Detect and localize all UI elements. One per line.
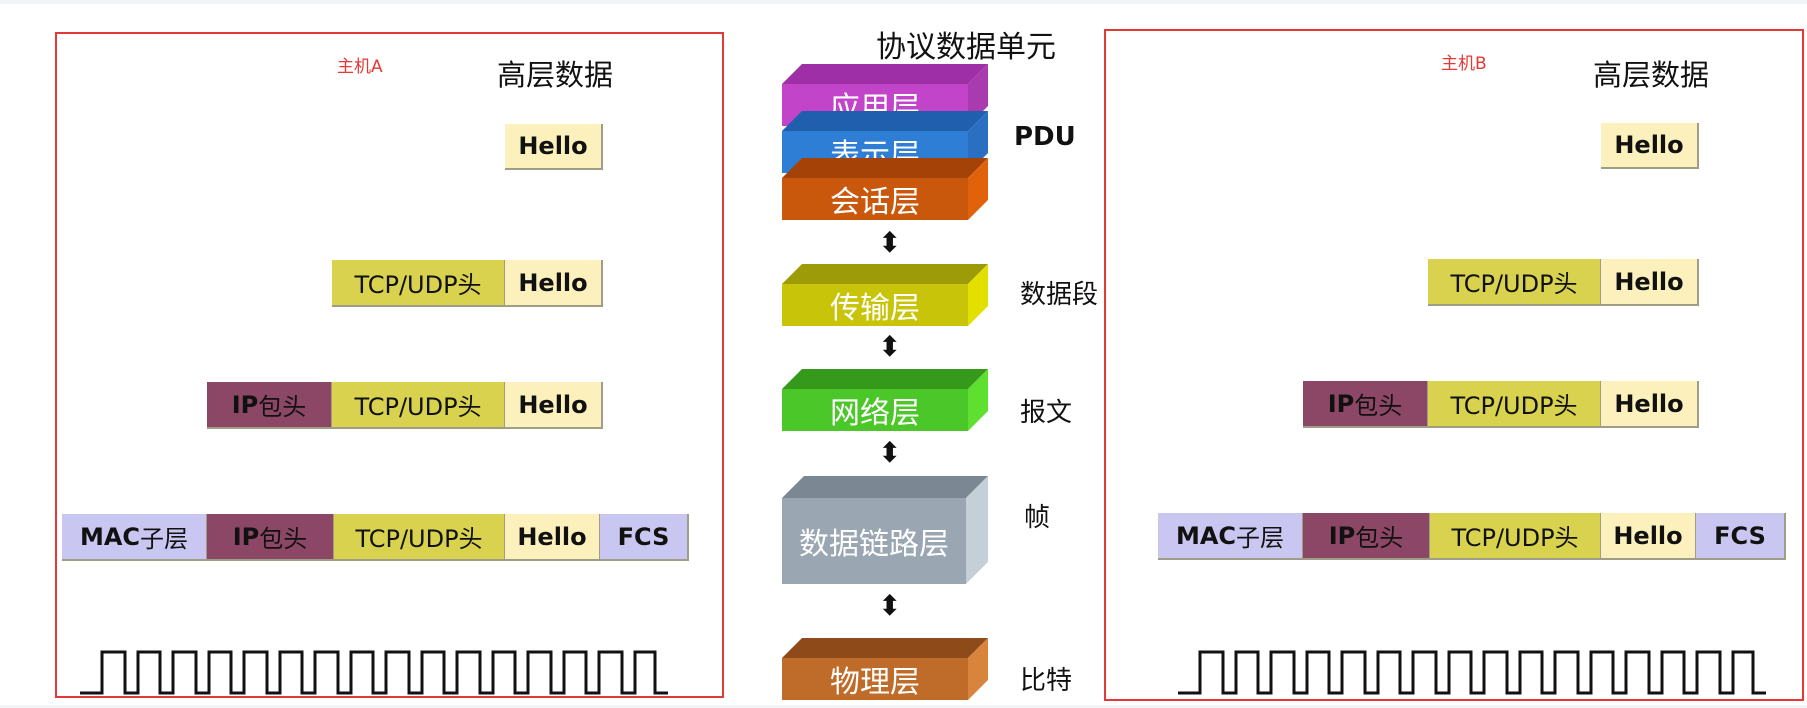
updown-arrow-icon: ⬍ xyxy=(878,589,902,622)
waveform-line xyxy=(80,650,668,695)
pdu-label-frame: 帧 xyxy=(1024,503,1051,533)
host-a-label: 主机A xyxy=(337,57,383,77)
layer-side-face xyxy=(968,264,988,326)
layer-top-face xyxy=(782,638,988,658)
ip-suffix: 包头 xyxy=(1355,524,1404,552)
ip-prefix: IP xyxy=(1327,389,1355,418)
host-a-bit-waveform xyxy=(80,650,668,695)
pdu-label-packet: 报文 xyxy=(1020,398,1073,428)
host-a-row4-tcp-header: TCP/UDP头 xyxy=(334,514,506,561)
layer-side-face xyxy=(968,158,988,220)
pdu-label-pdu: PDU xyxy=(1014,122,1076,152)
host-b-frame xyxy=(1104,29,1804,701)
host-b-row1-hello: Hello xyxy=(1601,123,1699,169)
host-a-row1-hello: Hello xyxy=(505,124,603,170)
layer-top-face xyxy=(782,476,988,498)
host-a-heading: 高层数据 xyxy=(497,58,614,92)
host-b-bit-waveform xyxy=(1178,650,1766,695)
ip-suffix: 包头 xyxy=(259,525,308,553)
layer-session: 会话层 xyxy=(782,158,988,220)
mac-prefix: MAC xyxy=(79,522,141,551)
pdu-label-segment: 数据段 xyxy=(1020,280,1099,310)
layer-top-face xyxy=(782,158,988,178)
layer-top-face xyxy=(782,111,988,131)
mac-prefix: MAC xyxy=(1175,521,1237,550)
host-b-row4-hello: Hello xyxy=(1601,513,1697,560)
mac-suffix: 子层 xyxy=(1236,524,1285,552)
ip-prefix: IP xyxy=(1328,521,1356,550)
layer-side-face xyxy=(968,111,988,173)
host-b-row3-tcp-header: TCP/UDP头 xyxy=(1428,381,1602,428)
mac-suffix: 子层 xyxy=(140,525,189,553)
layer-side-face xyxy=(968,369,988,431)
ip-suffix: 包头 xyxy=(1354,392,1403,420)
layer-label: 数据链路层 xyxy=(782,498,966,584)
updown-arrow-icon: ⬍ xyxy=(878,226,902,259)
host-b-row4-fcs: FCS xyxy=(1696,513,1786,560)
layer-physical: 物理层 xyxy=(782,638,988,700)
layer-top-face xyxy=(782,64,988,84)
ip-suffix: 包头 xyxy=(258,393,307,421)
layer-transport: 传输层 xyxy=(782,264,988,326)
host-a-row3-hello: Hello xyxy=(505,382,603,429)
layer-label: 会话层 xyxy=(782,178,968,220)
waveform-line xyxy=(1178,650,1766,695)
host-a-frame xyxy=(55,32,724,698)
host-a-row2-tcp-header: TCP/UDP头 xyxy=(332,260,506,307)
bottom-divider xyxy=(0,705,1807,708)
host-b-row4-tcp-header: TCP/UDP头 xyxy=(1430,513,1602,560)
host-b-heading: 高层数据 xyxy=(1593,58,1710,92)
ip-prefix: IP xyxy=(231,390,259,419)
host-a-row2-hello: Hello xyxy=(505,260,603,307)
host-b-row2-hello: Hello xyxy=(1601,259,1699,306)
layer-network: 网络层 xyxy=(782,369,988,431)
host-b-row3-hello: Hello xyxy=(1601,381,1699,428)
layer-top-face xyxy=(782,264,988,284)
diagram-title: 协议数据单元 xyxy=(876,30,1056,65)
layer-side-face xyxy=(968,638,988,700)
layer-side-face xyxy=(968,64,988,126)
updown-arrow-icon: ⬍ xyxy=(878,436,902,469)
host-a-row4-hello: Hello xyxy=(505,514,601,561)
layer-top-face xyxy=(782,369,988,389)
host-a-row4-fcs: FCS xyxy=(600,514,689,561)
top-divider xyxy=(0,0,1807,4)
layer-label: 传输层 xyxy=(782,284,968,326)
ip-prefix: IP xyxy=(232,522,260,551)
layer-label: 物理层 xyxy=(782,658,968,700)
layer-label: 网络层 xyxy=(782,389,968,431)
updown-arrow-icon: ⬍ xyxy=(878,330,902,363)
layer-data-link: 数据链路层 xyxy=(782,476,988,584)
layer-side-face xyxy=(966,476,988,584)
host-a-row3-tcp-header: TCP/UDP头 xyxy=(332,382,506,429)
host-b-label: 主机B xyxy=(1441,54,1487,74)
host-b-row2-tcp-header: TCP/UDP头 xyxy=(1428,259,1602,306)
pdu-label-bit: 比特 xyxy=(1020,666,1073,696)
